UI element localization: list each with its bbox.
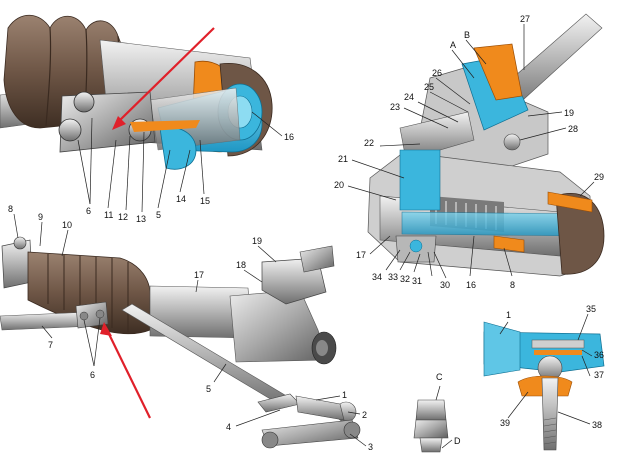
callout-6-bottom: 6: [90, 370, 95, 380]
callout-5-bottom: 5: [206, 384, 211, 394]
callout-2: 2: [362, 410, 367, 420]
callout-C: C: [436, 372, 443, 382]
callout-1-bottom: 1: [342, 390, 347, 400]
callout-4: 4: [226, 422, 231, 432]
callout-17-left: 17: [194, 270, 204, 280]
callout-19-left: 19: [252, 236, 262, 246]
callout-7: 7: [48, 340, 53, 350]
ball-joint-detail: [483, 321, 605, 451]
callout-20: 20: [334, 180, 344, 190]
callout-10: 10: [62, 220, 72, 230]
callout-36: 36: [594, 350, 604, 360]
callout-11: 11: [104, 210, 113, 220]
callout-8-right: 8: [510, 280, 515, 290]
callout-6: 6: [86, 206, 91, 216]
leader-lines: [13, 24, 595, 449]
callout-31: 31: [412, 276, 422, 286]
callout-34: 34: [372, 272, 382, 282]
callout-15: 15: [200, 196, 210, 206]
section-view-pinion: [367, 13, 605, 277]
callout-17-right: 17: [356, 250, 366, 260]
detail-view-boot-clamp: [0, 14, 273, 170]
callout-37: 37: [594, 370, 604, 380]
callout-29: 29: [594, 172, 604, 182]
callout-39: 39: [500, 418, 510, 428]
callout-18: 18: [236, 260, 246, 270]
callout-27: 27: [520, 14, 530, 24]
callout-19-right: 19: [564, 108, 574, 118]
callout-16-top: 16: [284, 132, 294, 142]
callout-22: 22: [364, 138, 374, 148]
callout-B: B: [464, 30, 470, 40]
callout-3: 3: [368, 442, 373, 452]
callout-24: 24: [404, 92, 414, 102]
callout-9: 9: [38, 212, 43, 222]
callout-38: 38: [592, 420, 602, 430]
callout-21: 21: [338, 154, 348, 164]
rack-assembly: [0, 236, 361, 449]
callout-1-right: 1: [506, 310, 511, 320]
callout-12: 12: [118, 212, 128, 222]
callout-25: 25: [424, 82, 434, 92]
callout-14: 14: [176, 194, 186, 204]
callout-26: 26: [432, 68, 442, 78]
callout-30: 30: [440, 280, 450, 290]
callout-13: 13: [136, 214, 146, 224]
callout-32: 32: [400, 274, 410, 284]
callout-labels: 6 11 12 13 5 14 15 16 8 9 10 17 18 19 7 …: [8, 14, 604, 452]
callout-8-left: 8: [8, 204, 13, 214]
callout-A: A: [450, 40, 456, 50]
rubber-bushing: [413, 399, 449, 453]
callout-23: 23: [390, 102, 400, 112]
callout-33: 33: [388, 272, 398, 282]
callout-35: 35: [586, 304, 596, 314]
callout-16-right: 16: [466, 280, 476, 290]
callout-28: 28: [568, 124, 578, 134]
callout-D: D: [454, 436, 461, 446]
callout-5-top: 5: [156, 210, 161, 220]
